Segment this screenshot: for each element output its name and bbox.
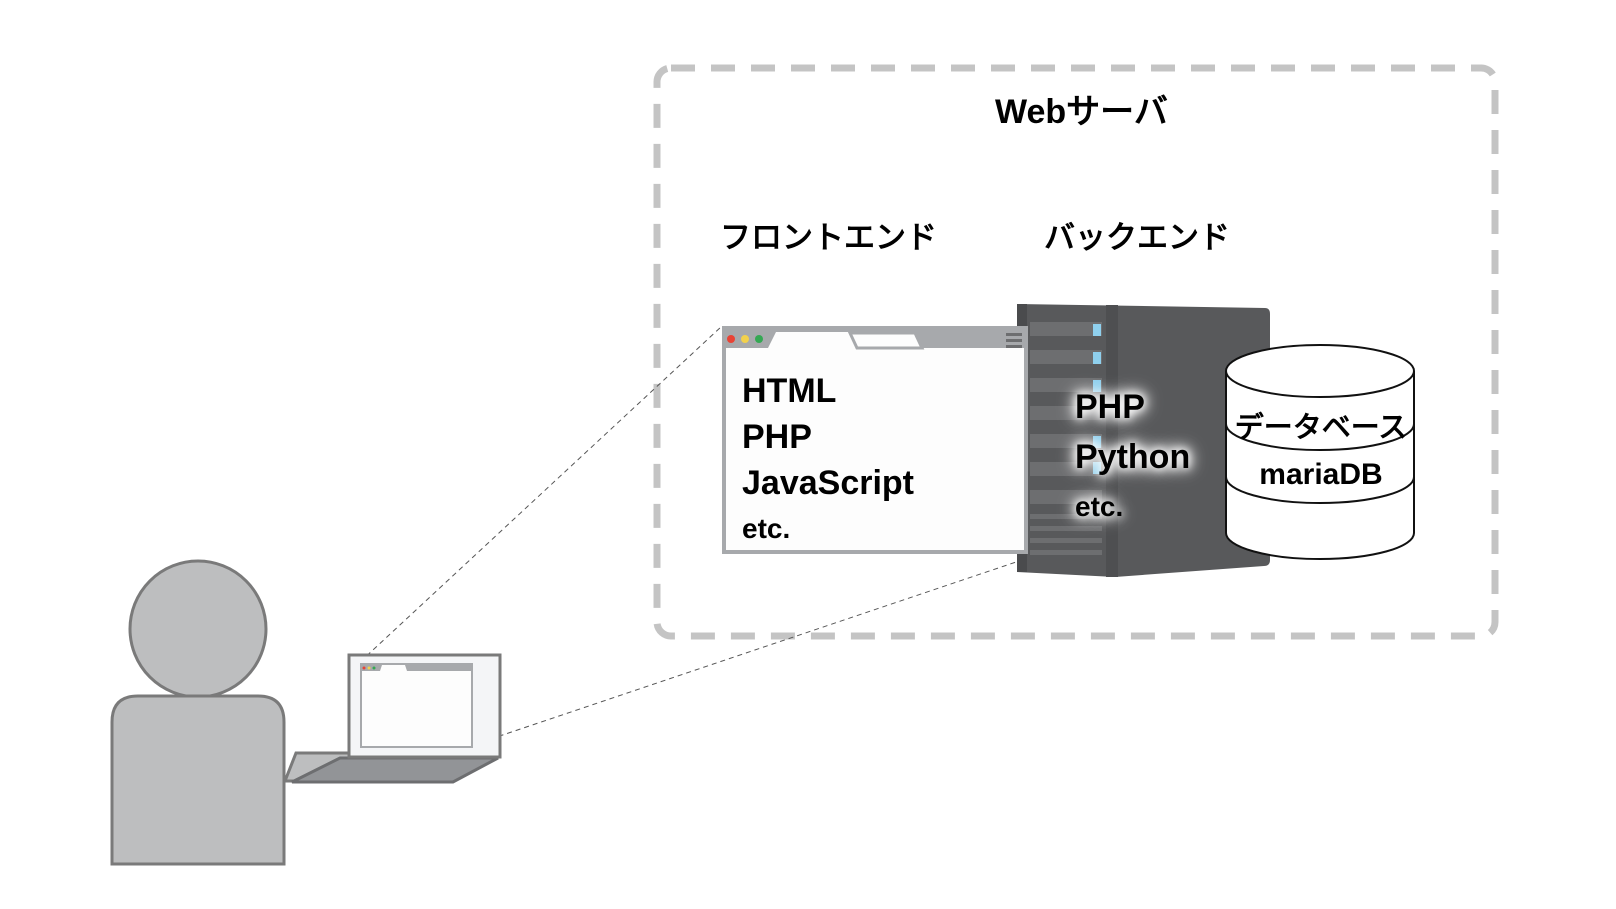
backend-heading: バックエンド (1044, 220, 1230, 255)
backend-item: etc. (1075, 491, 1124, 522)
frontend-item: HTML (742, 372, 837, 410)
menu-icon (1006, 333, 1022, 348)
maximize-dot-icon (755, 335, 763, 343)
database-label: データベース (1234, 412, 1408, 444)
minimize-dot-icon (741, 335, 749, 343)
frontend-heading: フロントエンド (720, 220, 937, 255)
close-dot-icon (727, 335, 735, 343)
database-icon (1225, 344, 1415, 560)
backend-item: Python (1075, 438, 1191, 476)
browser-window-icon (722, 326, 1028, 554)
backend-tech-list: PHP Python etc. (1075, 382, 1190, 532)
user-person-icon (110, 559, 286, 866)
web-server-title: Webサーバ (995, 93, 1168, 131)
frontend-tech-list: HTML PHP JavaScript etc. (742, 368, 914, 552)
server-icon (1017, 304, 1270, 577)
projection-line-bottom (472, 559, 1023, 746)
laptop-icon (282, 653, 502, 784)
database-product-label: mariaDB (1259, 458, 1383, 491)
backend-item: PHP (1075, 388, 1145, 426)
projection-line-top (359, 325, 723, 663)
web-server-container (653, 64, 1499, 640)
frontend-item: etc. (742, 513, 791, 544)
frontend-item: PHP (742, 418, 812, 456)
frontend-item: JavaScript (742, 464, 914, 502)
